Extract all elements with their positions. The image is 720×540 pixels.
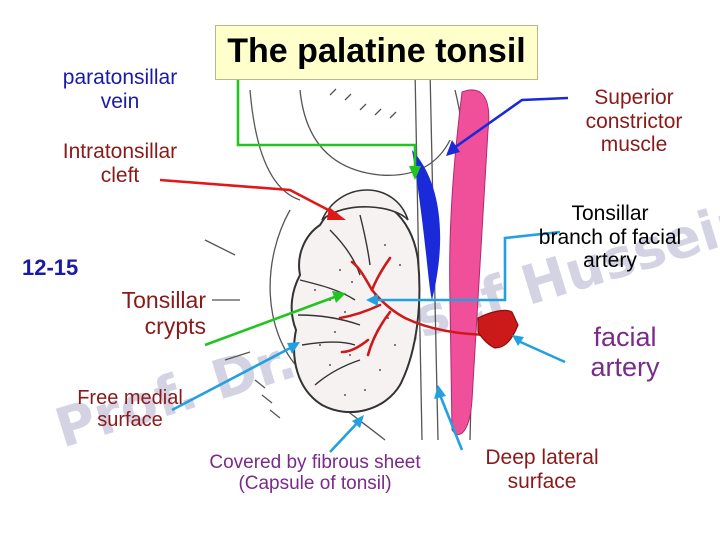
pointer-crypts-head xyxy=(332,291,346,303)
label-capsule-line-2: (Capsule of tonsil) xyxy=(238,473,392,495)
pointer-free-medial-head xyxy=(287,342,300,354)
label-superior-constrictor: Superior constrictor muscle xyxy=(555,86,713,157)
label-branch-line-3: artery xyxy=(583,249,637,273)
label-facial-line-1: facial xyxy=(593,322,657,352)
title-box: The palatine tonsil xyxy=(215,25,538,80)
label-deep-lateral-surface: Deep lateral surface xyxy=(462,446,622,493)
pointer-paratonsillar-head xyxy=(409,166,421,180)
paratonsillar-vein xyxy=(412,150,441,300)
pointer-intratonsillar-head xyxy=(327,207,346,220)
pointer-free-medial xyxy=(171,343,297,412)
pointer-facial-artery-head xyxy=(512,335,524,346)
label-free-medial-surface: Free medial surface xyxy=(55,387,205,432)
page-title: The palatine tonsil xyxy=(227,32,526,70)
label-crypts-count: 12-15 xyxy=(22,255,79,280)
label-intratonsillar-line-2: cleft xyxy=(100,163,140,187)
label-intratonsillar-line-1: Intratonsillar xyxy=(62,140,178,163)
tonsil-crypts xyxy=(297,214,371,386)
label-tonsillar-crypts: Tonsillar crypts xyxy=(86,287,206,340)
pointer-paratonsillar xyxy=(215,66,417,168)
label-paratonsillar-line-1: paratonsillar xyxy=(62,66,178,89)
label-constrictor-line-1: Superior xyxy=(594,86,674,109)
facial-artery xyxy=(477,309,519,349)
pointer-constrictor-head xyxy=(446,140,460,156)
pointer-intratonsillar xyxy=(159,178,339,217)
label-tonsillar-branch: Tonsillar branch of facial artery xyxy=(510,202,710,273)
label-intratonsillar-cleft: Intratonsillar cleft xyxy=(30,140,210,187)
label-branch-line-2: branch of facial xyxy=(538,225,682,249)
label-constrictor-line-3: muscle xyxy=(600,133,668,157)
label-free-medial-line-1: Free medial xyxy=(77,387,183,409)
constrictor-muscle xyxy=(449,89,490,436)
pointer-tonsillar-branch xyxy=(375,230,561,302)
label-crypts-line-1: Tonsillar xyxy=(121,287,206,313)
label-paratonsillar-line-2: vein xyxy=(100,89,140,113)
pointer-crypts xyxy=(204,293,341,347)
label-free-medial-line-2: surface xyxy=(97,409,163,432)
label-capsule: Covered by fibrous sheet (Capsule of ton… xyxy=(165,452,465,495)
label-crypts-line-2: crypts xyxy=(144,312,206,339)
tonsil-body xyxy=(290,196,421,414)
label-paratonsillar-vein: paratonsillar vein xyxy=(30,66,210,113)
label-deep-lateral-line-2: surface xyxy=(507,469,577,493)
pointer-capsule xyxy=(329,419,361,453)
pointer-capsule-head xyxy=(352,415,364,428)
label-branch-line-1: Tonsillar xyxy=(571,202,649,225)
label-facial-artery: facial artery xyxy=(555,322,695,382)
label-facial-line-2: artery xyxy=(590,352,660,383)
pointer-constrictor xyxy=(453,96,569,150)
pointer-tonsillar-branch-head xyxy=(366,294,378,306)
upper-fold xyxy=(321,189,409,221)
pointer-facial-artery xyxy=(515,338,566,364)
label-constrictor-line-2: constrictor xyxy=(585,109,683,133)
pointer-deep-lateral xyxy=(438,394,464,451)
pointer-deep-lateral-head xyxy=(434,385,446,399)
label-capsule-line-1: Covered by fibrous sheet xyxy=(209,452,421,473)
label-deep-lateral-line-1: Deep lateral xyxy=(485,446,599,469)
